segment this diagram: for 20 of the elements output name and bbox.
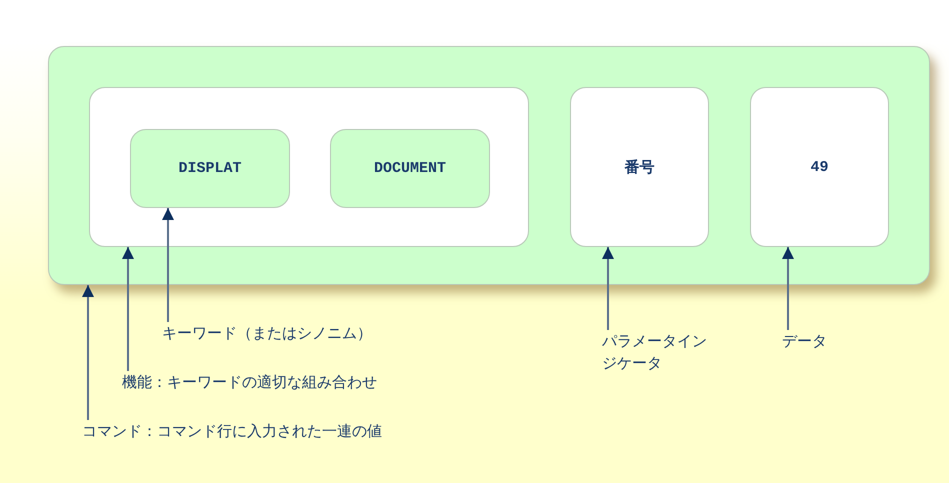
annotation-text: コマンド：コマンド行に入力された一連の値 <box>82 420 502 444</box>
annotation-text: キーワード（またはシノニム） <box>162 322 462 346</box>
box-label: DOCUMENT <box>374 160 446 177</box>
annotation-text: 機能：キーワードの適切な組み合わせ <box>122 371 482 395</box>
leader-line <box>162 208 174 322</box>
inner-panel <box>89 87 529 247</box>
parameter-box <box>570 87 709 247</box>
annotation-text: データ <box>782 330 872 354</box>
leader-line <box>782 247 794 330</box>
box-label: 番号 <box>624 158 654 176</box>
data-box <box>750 87 889 247</box>
leader-line <box>602 247 614 330</box>
annotation-text: パラメータインジケータ <box>602 330 714 378</box>
keyword-box <box>330 129 490 208</box>
box-label: 49 <box>810 158 828 176</box>
leader-line <box>82 285 94 420</box>
leader-line <box>122 247 134 371</box>
keyword-box <box>130 129 290 208</box>
box-label: DISPLAT <box>178 160 242 177</box>
outer-panel <box>48 46 930 285</box>
